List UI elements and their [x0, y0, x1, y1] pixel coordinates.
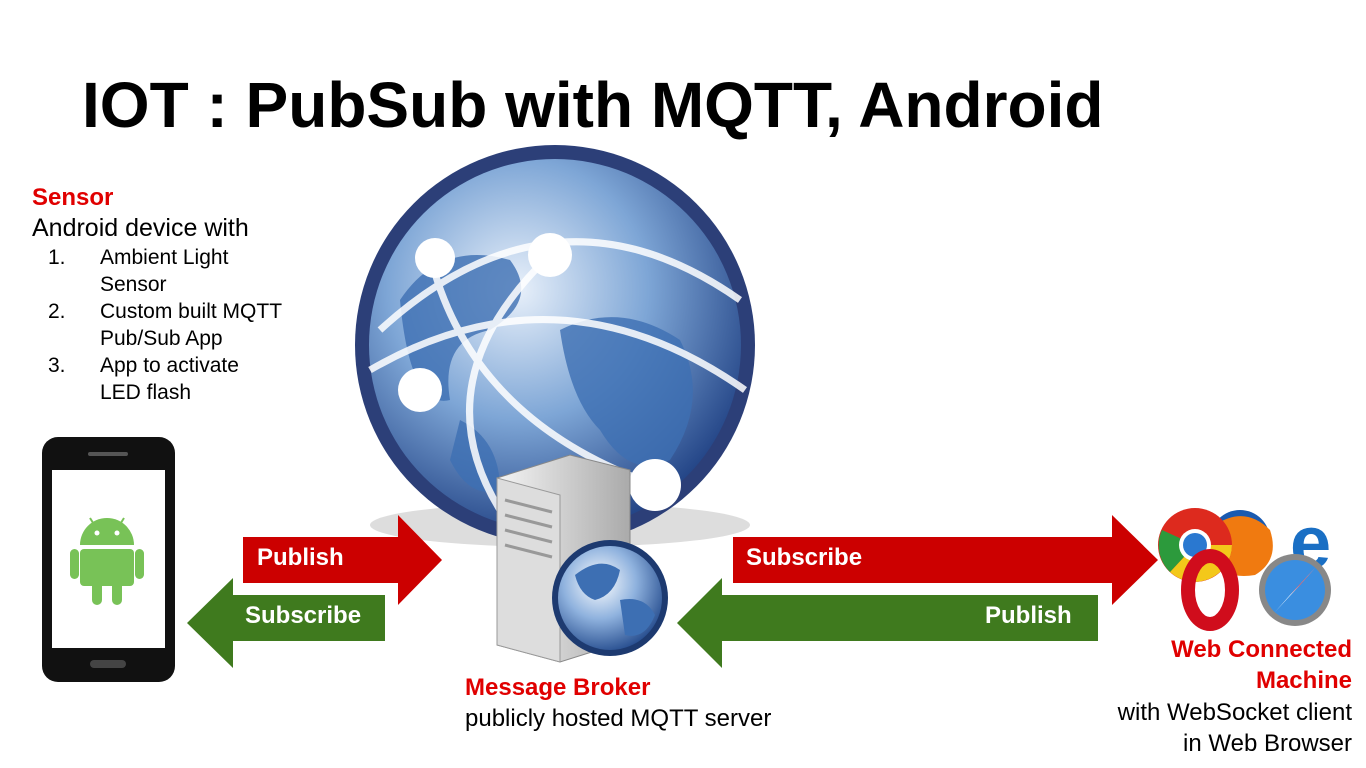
left-subscribe-label: Subscribe: [245, 602, 362, 629]
broker-subtitle: publicly hosted MQTT server: [465, 705, 772, 732]
left-publish-label: Publish: [257, 544, 344, 571]
publish-arrow-left: [243, 515, 442, 605]
machine-subtitle-line1: with WebSocket client: [1117, 699, 1352, 726]
list-number: 1.: [48, 246, 66, 269]
list-text: Custom built MQTT Pub/Sub App: [100, 300, 283, 350]
right-publish-label: Publish: [985, 602, 1072, 629]
broker-heading: Message Broker: [465, 674, 651, 701]
android-phone-icon: [42, 437, 175, 682]
sensor-subtitle: Android device with: [32, 214, 249, 242]
subscribe-arrow-left: [187, 578, 385, 668]
machine-heading-line1: Web Connected: [1171, 636, 1352, 663]
web-browsers-icon: e: [1158, 501, 1331, 631]
sensor-heading: Sensor: [32, 184, 114, 211]
sensor-feature-list: 1. Ambient Light Sensor 2. Custom built MQ…: [48, 244, 282, 406]
android-logo-icon: [70, 517, 144, 605]
machine-heading-line2: Machine: [1255, 667, 1352, 694]
list-text: Ambient Light Sensor: [100, 246, 229, 296]
list-item: 3. App to activate LED flash: [48, 352, 282, 406]
machine-subtitle-line2: in Web Browser: [1183, 730, 1352, 757]
right-subscribe-label: Subscribe: [746, 544, 863, 571]
subscribe-arrow-right: [733, 515, 1158, 605]
list-text: App to activate LED flash: [100, 354, 239, 404]
list-item: 1. Ambient Light Sensor: [48, 244, 282, 298]
slide-title: IOT : PubSub with MQTT, Android: [82, 69, 1104, 141]
publish-arrow-right: [677, 578, 1098, 668]
globe-icon: [355, 145, 755, 547]
list-item: 2. Custom built MQTT Pub/Sub App: [48, 298, 282, 352]
list-number: 2.: [48, 300, 66, 323]
small-globe-icon: [552, 540, 668, 656]
list-number: 3.: [48, 354, 66, 377]
